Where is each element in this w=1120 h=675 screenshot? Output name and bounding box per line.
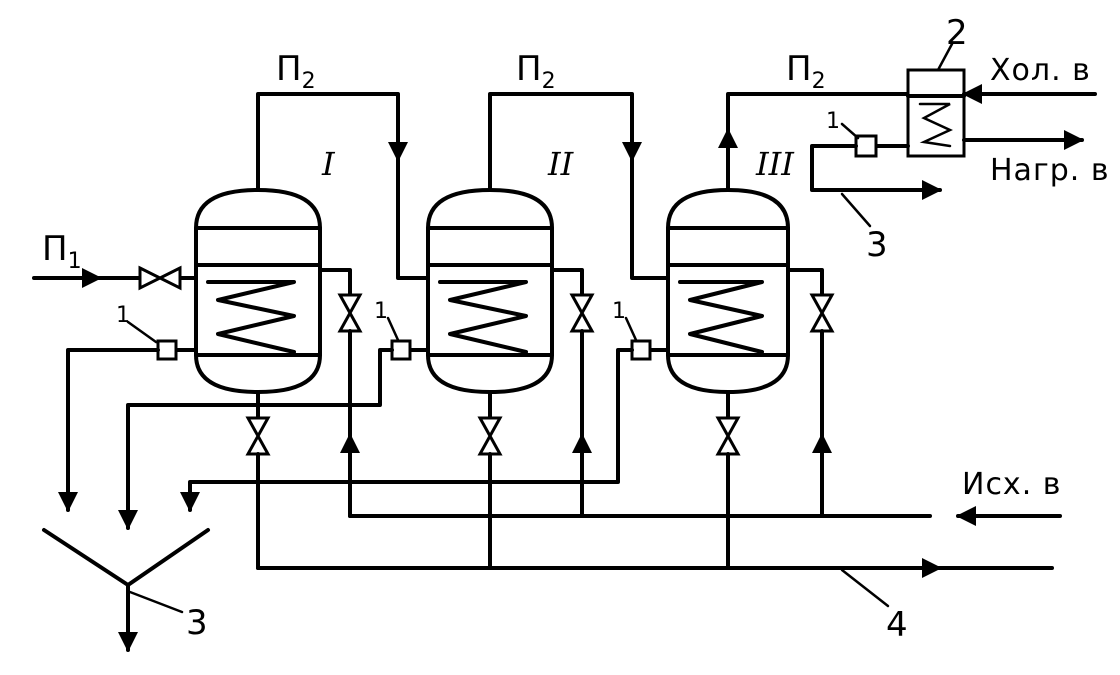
product-lines <box>245 390 1054 608</box>
label-outlet-3b: 3 <box>186 603 208 643</box>
valve-icon[interactable] <box>809 293 835 333</box>
heating-coil-3 <box>678 280 764 354</box>
label-p2-2: П2 <box>516 49 556 94</box>
steam-trap-icon <box>156 339 178 361</box>
label-trap-1c: 1 <box>612 299 626 324</box>
label-vessel-2: II <box>547 145 575 183</box>
feed-lines <box>318 268 1062 526</box>
vessel-2 <box>426 188 554 394</box>
condensate-lines <box>58 339 670 530</box>
valve-icon[interactable] <box>715 416 741 456</box>
label-trap-1a: 1 <box>116 303 130 328</box>
label-cold-water: Хол. в <box>990 53 1091 88</box>
valve-icon[interactable] <box>477 416 503 456</box>
valve-icon[interactable] <box>245 416 271 456</box>
label-source-water: Исх. в <box>962 467 1061 502</box>
label-trap-1d: 1 <box>826 109 840 134</box>
steam-trap-icon <box>630 339 652 361</box>
label-p1: П1 <box>42 229 82 274</box>
label-p2-1: П2 <box>276 49 316 94</box>
labels: П2 П2 П2 П1 I II III 1 1 1 1 2 3 3 4 Хол… <box>42 13 1110 645</box>
valve-icon[interactable] <box>569 293 595 333</box>
steam-trap-icon <box>390 339 412 361</box>
heating-coil-2 <box>438 280 528 354</box>
label-heated-water: Нагр. в <box>990 153 1110 188</box>
vessel-3 <box>666 188 790 394</box>
vessel-1 <box>194 188 322 394</box>
label-p2-3: П2 <box>786 49 826 94</box>
label-condenser-2: 2 <box>946 13 968 53</box>
label-trap-1b: 1 <box>374 299 388 324</box>
label-product-4: 4 <box>886 605 908 645</box>
heating-coil-1 <box>206 280 296 354</box>
valve-icon[interactable] <box>138 265 182 291</box>
label-vessel-3: III <box>755 145 795 183</box>
valve-icon[interactable] <box>337 293 363 333</box>
condenser-2 <box>810 68 1097 200</box>
primary-steam-inlet <box>32 265 198 291</box>
label-outlet-3a: 3 <box>866 225 888 265</box>
label-vessel-1: I <box>321 145 336 183</box>
secondary-steam-lines <box>256 92 912 280</box>
collector-funnel <box>42 528 210 652</box>
